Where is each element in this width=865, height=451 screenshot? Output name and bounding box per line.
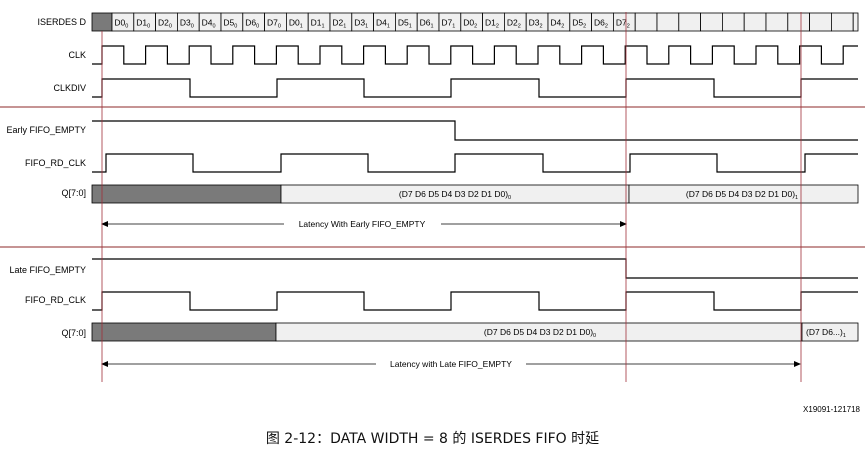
iserdes-d-label: ISERDES D: [37, 17, 86, 27]
iserdes-cell-label: D22: [507, 18, 521, 30]
early-q-label: Q[7:0]: [61, 188, 86, 198]
timing-diagram: ISERDES D CLK CLKDIV Early FIFO_EMPTY FI…: [0, 12, 865, 414]
iserdes-cell-label: D30: [180, 18, 194, 30]
clk-waveform: [92, 45, 858, 65]
iserdes-cell-label: D11: [311, 18, 325, 30]
iserdes-cell-label: D60: [245, 18, 259, 30]
iserdes-cell-label: D21: [332, 18, 346, 30]
iserdes-d-row: D00 D10 D20 D30 D40 D50 D60 D70 D01 D11 D21 D31 D41 D…: [91, 12, 859, 32]
iserdes-cell-label: D62: [594, 18, 608, 30]
early-fifo-rd-clk-waveform: [92, 153, 858, 173]
early-fifo-empty-waveform: [92, 120, 858, 141]
iserdes-cell-label: D71: [441, 18, 455, 30]
early-fifo-empty-label: Early FIFO_EMPTY: [6, 125, 86, 135]
iserdes-cell-label: D61: [420, 18, 434, 30]
figure-id: X19091-121718: [803, 405, 860, 414]
iserdes-cell-label: D32: [529, 18, 543, 30]
late-q-value-0: (D7 D6 D5 D4 D3 D2 D1 D0)0: [484, 327, 596, 339]
iserdes-empty-cell: [765, 12, 789, 32]
late-q-segment-1: [801, 322, 859, 342]
iserdes-empty-cell: [852, 12, 859, 32]
iserdes-cell-label: D50: [223, 18, 237, 30]
iserdes-empty-cell: [700, 12, 723, 32]
iserdes-empty-cell: [678, 12, 701, 32]
late-fifo-empty-label: Late FIFO_EMPTY: [9, 265, 86, 275]
iserdes-cell-label: D02: [463, 18, 477, 30]
iserdes-cell-label: D10: [136, 18, 150, 30]
early-q-shaded: [91, 184, 282, 204]
iserdes-cell-label: D70: [267, 18, 281, 30]
iserdes-cell-label: D01: [289, 18, 303, 30]
iserdes-cell-label: D31: [354, 18, 368, 30]
iserdes-empty-cell: [722, 12, 745, 32]
late-q-label: Q[7:0]: [61, 328, 86, 338]
iserdes-empty-cell: [831, 12, 854, 32]
iserdes-empty-cell: [743, 12, 767, 32]
iserdes-shaded-cell: [91, 12, 113, 32]
iserdes-cell-label: D40: [202, 18, 216, 30]
early-latency-label: Latency With Early FIFO_EMPTY: [299, 219, 426, 229]
late-q-value-1: (D7 D6...)1: [806, 327, 846, 339]
late-q-shaded: [91, 322, 277, 342]
iserdes-cell-label: D72: [616, 18, 630, 30]
early-q-value-0: (D7 D6 D5 D4 D3 D2 D1 D0)0: [399, 189, 511, 201]
iserdes-cell-label: D52: [572, 18, 586, 30]
clk-label: CLK: [68, 50, 86, 60]
iserdes-cell-label: D12: [485, 18, 499, 30]
early-fifo-rd-clk-label: FIFO_RD_CLK: [25, 158, 86, 168]
iserdes-empty-cell: [809, 12, 832, 32]
iserdes-cell-label: D51: [398, 18, 412, 30]
iserdes-empty-cell: [787, 12, 810, 32]
late-latency-label: Latency with Late FIFO_EMPTY: [390, 359, 512, 369]
early-q-value-1: (D7 D6 D5 D4 D3 D2 D1 D0)1: [686, 189, 798, 201]
iserdes-cell-label: D00: [114, 18, 128, 30]
late-fifo-rd-clk-waveform: [92, 291, 858, 311]
late-fifo-rd-clk-label: FIFO_RD_CLK: [25, 295, 86, 305]
iserdes-empty-cell: [656, 12, 680, 32]
figure-caption: 图 2-12：DATA WIDTH = 8 的 ISERDES FIFO 时延: [265, 431, 600, 447]
iserdes-empty-cell: [634, 12, 658, 32]
iserdes-cell-label: D42: [550, 18, 564, 30]
iserdes-cell-label: D41: [376, 18, 390, 30]
clkdiv-label: CLKDIV: [53, 83, 86, 93]
iserdes-cell-label: D20: [158, 18, 172, 30]
late-fifo-empty-waveform: [92, 258, 858, 279]
clkdiv-waveform: [92, 78, 858, 98]
